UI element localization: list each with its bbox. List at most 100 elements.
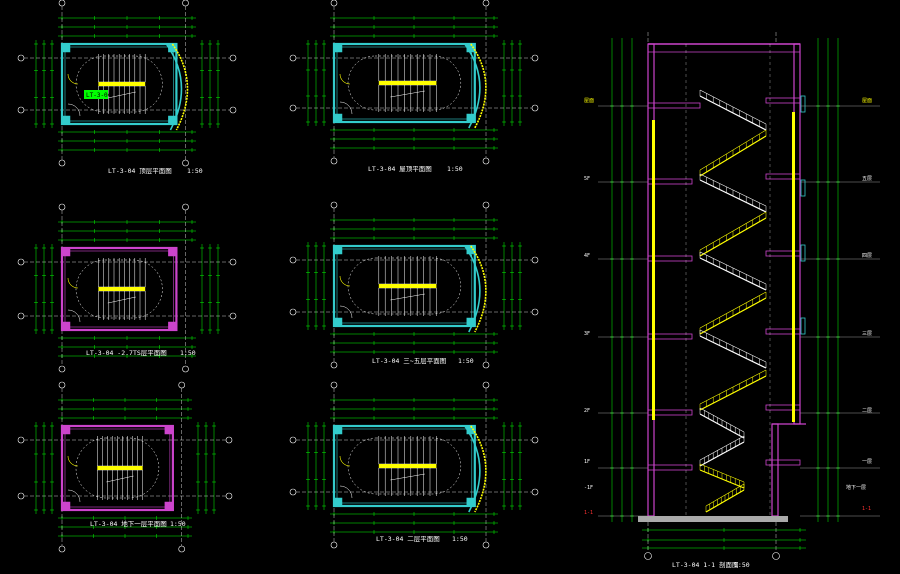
grid-axis-bubble [17, 106, 25, 114]
stair-wall-outline [60, 42, 178, 126]
grid-axis-bubble [182, 365, 189, 373]
stair-handrail [378, 284, 437, 288]
grid-axis-bubble [289, 256, 297, 264]
door-swing [339, 73, 351, 85]
grid-axis-bubble [482, 361, 490, 369]
stair-direction-arrow [390, 293, 425, 301]
plan-scale-p5: 1:50 [170, 520, 186, 528]
section-stair-flight-10 [699, 435, 745, 467]
section-floor-right-2: 四层 [862, 253, 872, 259]
door-swing [67, 489, 81, 503]
window-panel [800, 95, 806, 113]
plan-scale-p4: 1:50 [458, 357, 474, 365]
grid-axis-bubble [225, 492, 233, 500]
plan-scale-p2: 1:50 [447, 165, 463, 173]
structural-column [333, 113, 343, 123]
section-stair-flight-9 [699, 407, 745, 439]
structural-column [61, 43, 71, 53]
grid-axis-bubble [772, 552, 780, 560]
structural-column [466, 317, 476, 327]
section-side-label-left: 1-1 [584, 510, 593, 516]
stair-handrail [97, 466, 143, 470]
grid-axis-bubble [58, 365, 66, 373]
section-floor-left-3: 3F [584, 331, 590, 337]
floor-slab-left [647, 464, 693, 471]
stair-direction-arrow [107, 296, 136, 304]
structural-column [333, 317, 343, 327]
grid-axis-bubble [178, 545, 185, 553]
section-stair-flight-3 [699, 173, 767, 213]
window-panel [800, 244, 806, 262]
grid-axis-bubble [17, 312, 25, 320]
grid-axis-bubble [17, 492, 25, 500]
plan-caption-p3: LT-3-04 -2.7TS层平面图 [86, 349, 167, 357]
door-swing [67, 309, 81, 323]
stair-plan-3 [17, 203, 237, 373]
stair-plan-4 [289, 201, 539, 369]
plan-caption-p1: LT-3-04 顶层平面图 [108, 167, 172, 175]
plan-tag-text: LT-3-04 [86, 92, 112, 99]
structural-column [164, 501, 174, 511]
section-stair-flight-4 [699, 211, 767, 257]
plan-scale-p3: 1:50 [180, 349, 196, 357]
stair-handrail [98, 287, 146, 291]
grid-axis-bubble [531, 488, 539, 496]
stair-plan-2 [289, 0, 539, 165]
stair-section-layer [598, 32, 880, 560]
grid-axis-bubble [531, 308, 539, 316]
plan-caption-p2: LT-3-04 屋顶平面图 [368, 165, 432, 173]
grid-axis-bubble [482, 157, 490, 165]
stair-wall-inner [64, 250, 174, 328]
grid-axis-bubble [17, 258, 25, 266]
structural-column [61, 425, 71, 435]
section-floor-left-5: 1F [584, 459, 590, 465]
grid-axis-bubble [225, 436, 233, 444]
grid-axis-bubble [17, 436, 25, 444]
grid-axis-bubble [182, 159, 189, 167]
grid-axis-bubble [58, 159, 66, 167]
section-floor-right-3: 三层 [862, 331, 872, 337]
door-swing [339, 305, 353, 319]
landing-slab-right [765, 173, 801, 180]
grid-axis-bubble [330, 0, 338, 7]
stair-wall-outline [332, 244, 476, 328]
section-side-label-right: 1-1 [862, 506, 871, 512]
grid-axis-bubble [531, 54, 539, 62]
grid-axis-bubble [17, 54, 25, 62]
grid-axis-bubble [330, 361, 338, 369]
grid-axis-bubble [289, 308, 297, 316]
curtain-wall [470, 425, 487, 513]
plan-caption-p4: LT-3-04 三~五层平面图 [372, 357, 446, 365]
door-swing [339, 455, 351, 467]
grid-axis-bubble [229, 258, 237, 266]
plan-caption-p6: LT-3-04 二层平面图 [376, 535, 440, 543]
section-floor-left-4: 2F [584, 408, 590, 414]
landing-slab-right [765, 250, 801, 257]
floor-slab-left [647, 409, 693, 416]
stair-wall-outline [60, 424, 174, 512]
window-panel [800, 317, 806, 335]
curved-wall [464, 43, 481, 129]
grid-axis-bubble [229, 312, 237, 320]
structural-column [333, 425, 343, 435]
section-stair-flight-6 [699, 291, 767, 335]
structural-column [466, 113, 476, 123]
section-floor-left-2: 4F [584, 253, 590, 259]
stair-wall-inner [64, 46, 174, 122]
structural-column [168, 247, 177, 257]
grid-axis-bubble [229, 54, 237, 62]
door-swing [339, 101, 353, 115]
stair-direction-arrow [106, 475, 134, 483]
curved-wall [165, 43, 183, 131]
door-swing [67, 73, 79, 85]
floor-slab-left [647, 102, 701, 109]
structural-column [333, 245, 343, 255]
plan-tag-box [84, 90, 108, 99]
section-floor-right-5: 一层 [862, 459, 872, 465]
stair-handrail [378, 81, 437, 85]
section-floor-right-4: 二层 [862, 408, 872, 414]
grid-axis-bubble [644, 552, 652, 560]
landing-slab-right [765, 459, 801, 466]
